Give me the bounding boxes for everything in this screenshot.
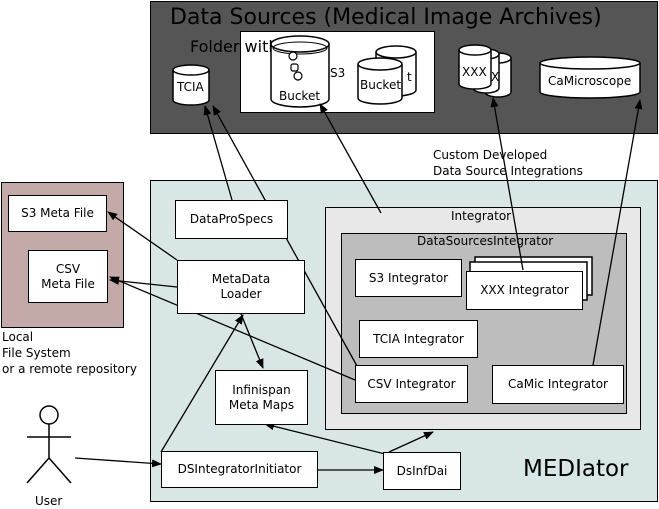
arrow-loader-to-s3-meta bbox=[107, 211, 178, 261]
xxx-integrator-box: XXX Integrator bbox=[466, 271, 583, 310]
arrow-loader-to-infinispan bbox=[240, 313, 264, 369]
arrow-initiator-to-loader bbox=[160, 314, 244, 453]
ds-integrator-initiator-box: DSIntegratorInitiator bbox=[161, 451, 318, 488]
infinispan-line1: Infinispan bbox=[232, 382, 291, 397]
metadata-loader-line2: Loader bbox=[220, 287, 262, 301]
csv-integrator-box: CSV Integrator bbox=[355, 365, 468, 403]
camicroscope-label: CaMicroscope bbox=[548, 74, 632, 88]
csv-meta-file-line1: CSV bbox=[55, 261, 81, 276]
s3-integrator-label: S3 Integrator bbox=[368, 270, 449, 285]
s3-meta-file-label: S3 Meta File bbox=[21, 206, 94, 220]
camic-integrator-box: CaMic Integrator bbox=[492, 365, 624, 404]
arrow-user-to-initiator bbox=[74, 457, 162, 468]
dataprospecs-label: DataProSpecs bbox=[189, 212, 274, 226]
user-stick-figure-icon bbox=[26, 405, 72, 484]
data-sources-title: Data Sources (Medical Image Archives) bbox=[170, 5, 602, 30]
xxx-cylinder-stack-icon bbox=[458, 44, 512, 98]
mediator-title: MEDIator bbox=[523, 456, 629, 482]
tcia-cylinder-icon bbox=[172, 64, 210, 106]
s3-integrator-box: S3 Integrator bbox=[355, 259, 462, 297]
arrow-dsinfdai-to-infinispan bbox=[264, 422, 386, 455]
csv-integrator-label: CSV Integrator bbox=[367, 376, 456, 391]
infinispan-meta-maps-box: Infinispan Meta Maps bbox=[215, 370, 308, 425]
s3-label: S3 bbox=[330, 66, 346, 80]
custom-note-line2: Data Source Integrations bbox=[433, 164, 583, 178]
csv-meta-file-line2: Meta File bbox=[41, 276, 95, 291]
infinispan-line2: Meta Maps bbox=[228, 397, 295, 412]
arrow-dsinfdai-to-integrator bbox=[388, 431, 434, 453]
camicroscope-cylinder-icon bbox=[539, 56, 641, 99]
arrow-csv-integrator-to-csv-meta bbox=[109, 276, 356, 381]
bucket-back-glyph: t bbox=[407, 70, 412, 84]
metadata-loader-box: MetaData Loader bbox=[177, 260, 305, 314]
ds-integrator-initiator-label: DSIntegratorInitiator bbox=[177, 462, 302, 476]
dataprospecs-box: DataProSpecs bbox=[175, 200, 288, 239]
metadata-loader-line1: MetaData bbox=[211, 272, 271, 286]
tcia-integrator-box: TCIA Integrator bbox=[359, 320, 478, 358]
local-fs-caption-line3: or a remote repository bbox=[2, 362, 137, 376]
s3-meta-file-box: S3 Meta File bbox=[8, 195, 107, 232]
csv-meta-file-box: CSV Meta File bbox=[28, 250, 108, 303]
dsinfdai-label: DsInfDai bbox=[396, 463, 448, 478]
bucket-stack-icon bbox=[357, 45, 417, 105]
local-fs-caption-line2: File System bbox=[2, 346, 71, 360]
dsinfdai-box: DsInfDai bbox=[383, 452, 461, 490]
xxx-label: XXX bbox=[462, 65, 487, 79]
bucket-cylinder-icon bbox=[270, 35, 330, 108]
bucket-label: Bucket bbox=[279, 89, 321, 103]
bucket-small-label: Bucket bbox=[360, 78, 402, 92]
xxx-back-glyph: X bbox=[491, 70, 500, 84]
integrator-title: Integrator bbox=[451, 209, 512, 223]
arrow-dataprospecs-to-tcia bbox=[203, 105, 233, 201]
arrow-s3-integrator-to-bucket bbox=[319, 103, 382, 214]
user-label: User bbox=[35, 494, 63, 508]
local-fs-caption-line1: Local bbox=[2, 330, 34, 344]
arrow-xxx-integrator-to-xxx bbox=[490, 97, 524, 271]
custom-note-line1: Custom Developed bbox=[433, 148, 548, 162]
tcia-label: TCIA bbox=[177, 80, 204, 94]
xxx-integrator-label: XXX Integrator bbox=[480, 283, 569, 297]
tcia-integrator-label: TCIA Integrator bbox=[373, 331, 464, 346]
arrow-camic-integrator-to-camicroscope bbox=[592, 99, 643, 366]
camic-integrator-label: CaMic Integrator bbox=[508, 377, 608, 391]
